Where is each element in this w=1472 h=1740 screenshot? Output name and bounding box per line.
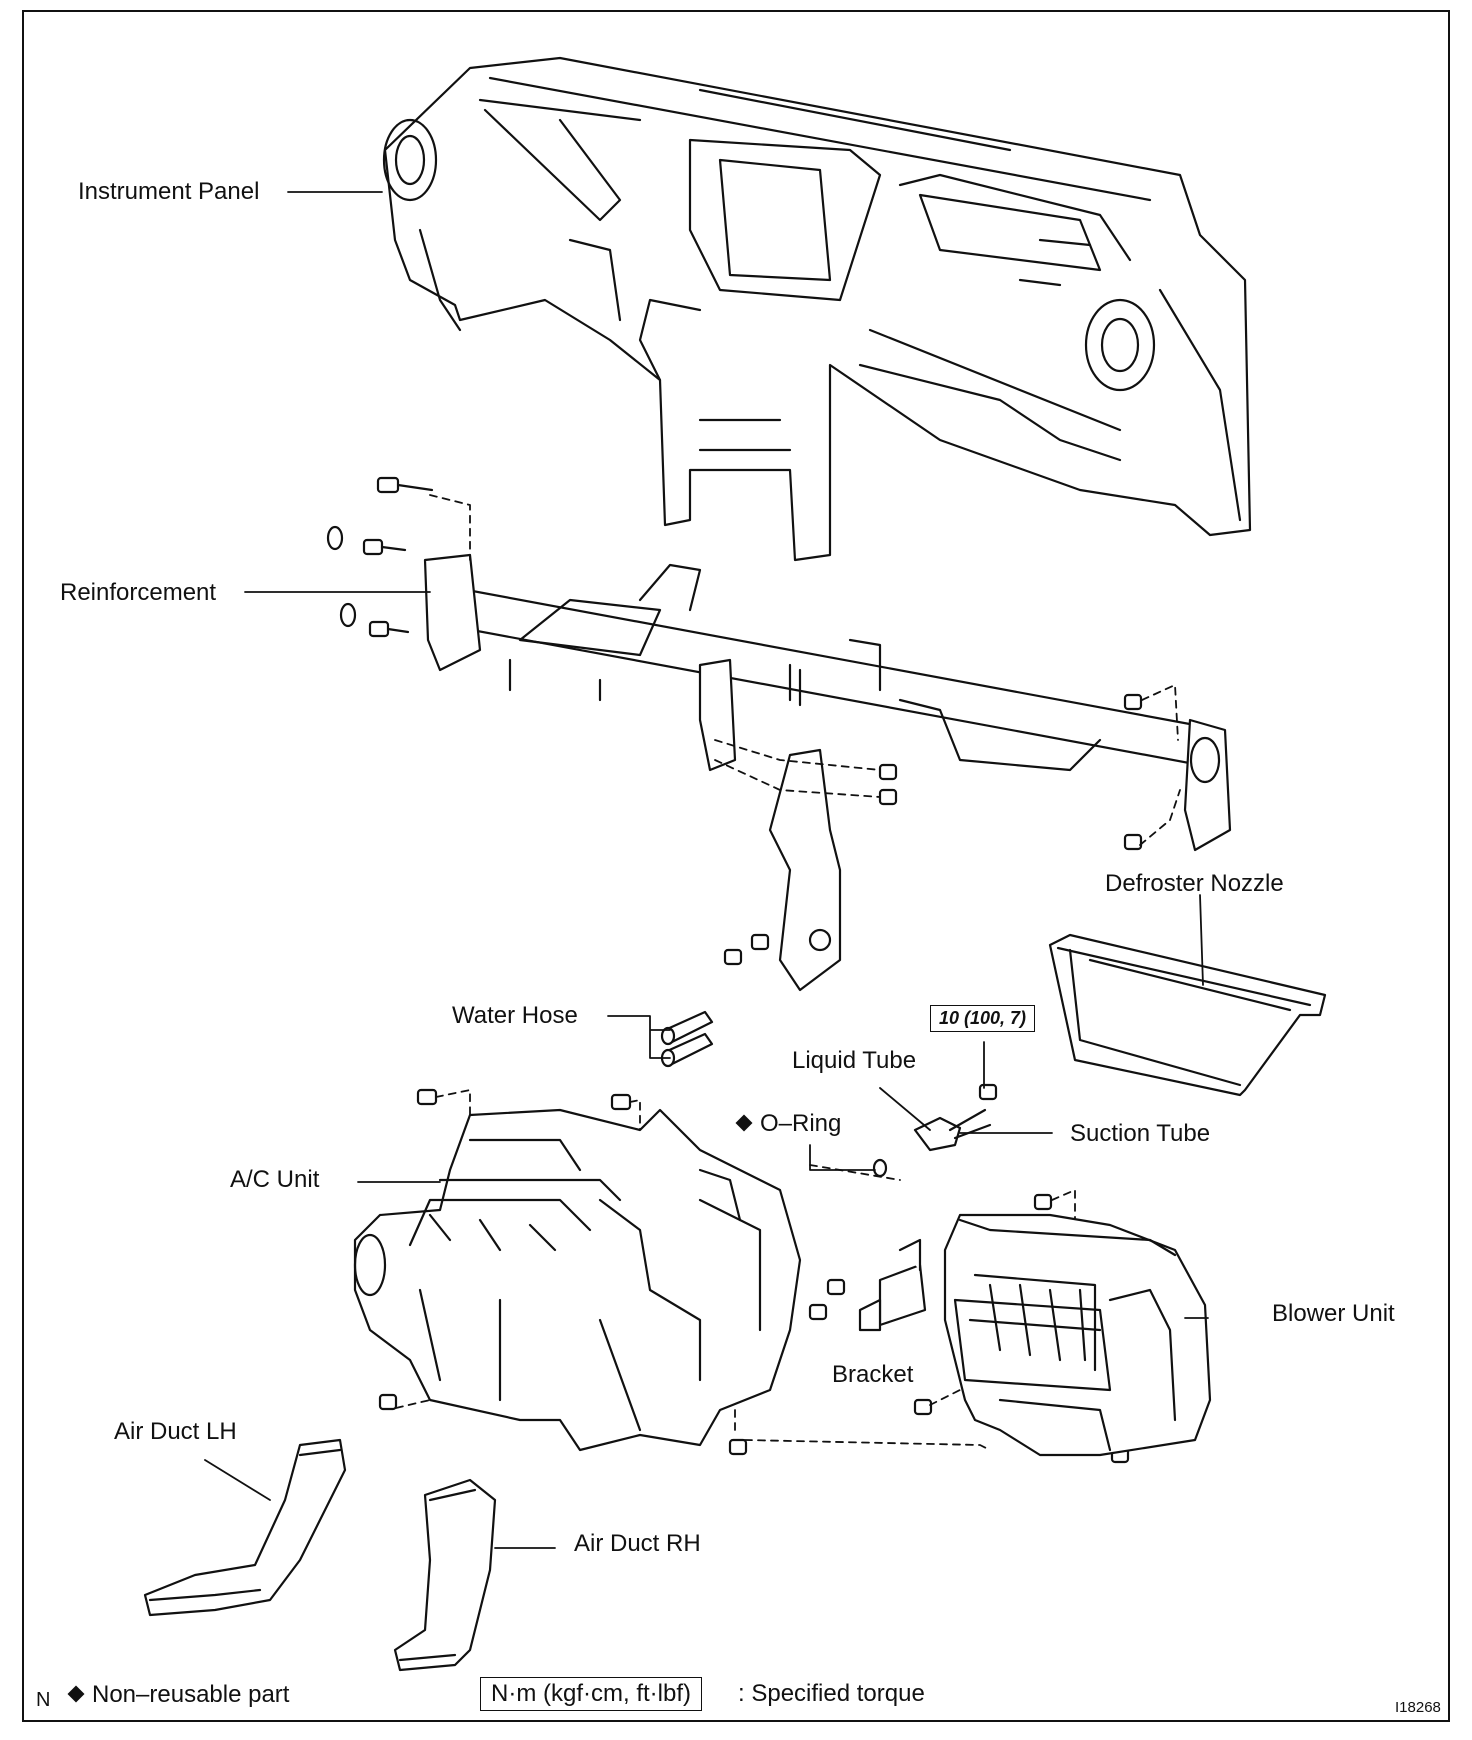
torque-spec-box: 10 (100, 7) [930,1005,1036,1032]
label-suction-tube: Suction Tube [1070,1120,1211,1147]
label-air-duct-lh: Air Duct LH [114,1418,237,1445]
legend-torque-desc: : Specified torque [738,1680,925,1707]
diagram-frame [22,10,1450,1722]
label-blower-unit: Blower Unit [1272,1300,1395,1327]
label-reinforcement: Reinforcement [60,579,217,606]
diamond-icon [735,1114,753,1132]
air-duct-rh-drawing [393,1478,497,1672]
bracket-drawing [858,1238,927,1332]
label-air-duct-rh: Air Duct RH [574,1530,701,1557]
label-ac-unit: A/C Unit [230,1166,320,1193]
label-water-hose: Water Hose [452,1002,578,1029]
legend-prefix: N [36,1689,51,1711]
ac-unit-drawing [353,1108,802,1452]
figure-id: I18268 [1395,1699,1441,1716]
legend-non-reusable-text: Non–reusable part [92,1681,290,1708]
air-duct-lh-drawing [143,1438,347,1617]
label-o-ring: O–Ring [735,1110,842,1137]
label-liquid-tube: Liquid Tube [792,1047,917,1074]
label-o-ring-text: O–Ring [760,1110,842,1137]
instrument-panel-drawing [382,56,1252,562]
defroster-nozzle-drawing [1048,933,1327,1097]
label-instrument-panel: Instrument Panel [78,178,260,205]
reinforcement-drawing [423,553,1232,992]
legend-torque-units-box: N·m (kgf·cm, ft·lbf) [480,1677,702,1711]
label-bracket: Bracket [832,1361,914,1388]
tube-drawings [660,1010,992,1178]
legend-non-reusable: Non–reusable part [67,1681,290,1708]
diamond-icon [67,1685,85,1703]
blower-unit-drawing [943,1213,1212,1457]
label-defroster-nozzle: Defroster Nozzle [1105,870,1284,897]
leader-lines [204,191,1209,1549]
